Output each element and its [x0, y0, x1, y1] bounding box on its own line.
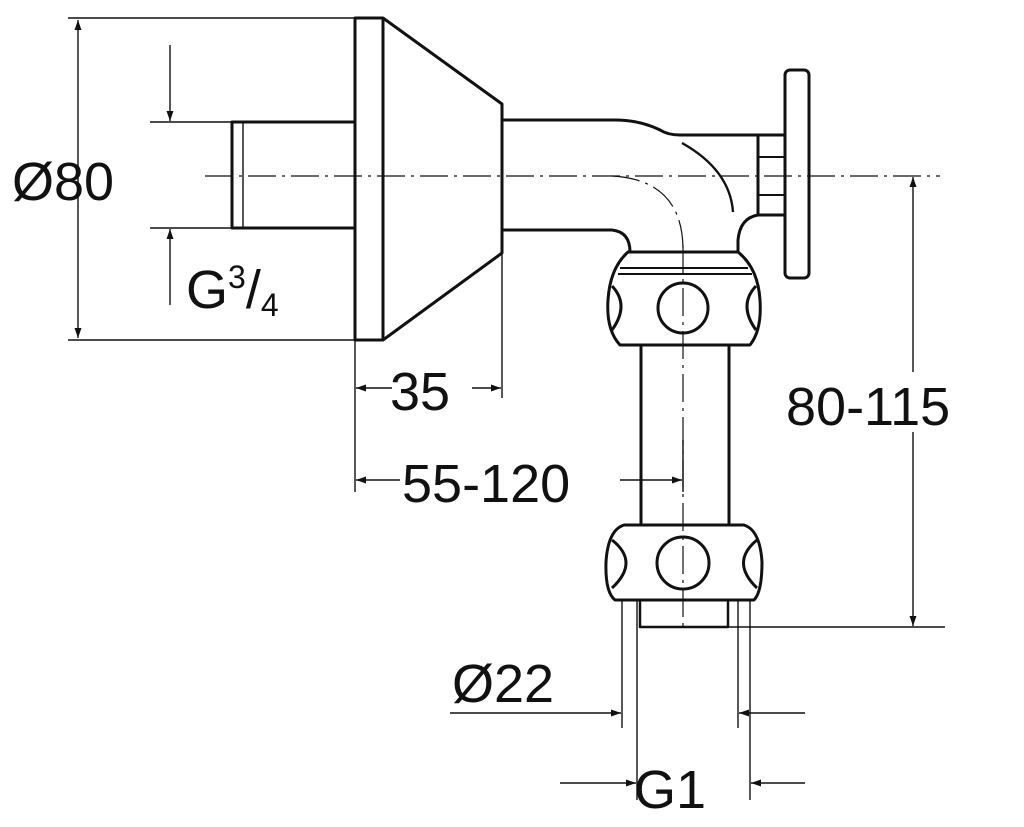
upper-union-nut	[606, 250, 762, 347]
handle	[756, 68, 811, 280]
label-inlet-thread: G3/4	[186, 259, 279, 323]
label-outlet-thread: G1	[634, 760, 706, 820]
wall-flange	[353, 16, 504, 342]
label-flange-diameter: Ø80	[12, 152, 114, 212]
lower-union-nut	[604, 523, 764, 629]
label-tube-diameter: Ø22	[452, 654, 554, 714]
connecting-tube	[639, 345, 731, 525]
label-projection: 55-120	[402, 454, 570, 514]
label-flange-depth: 35	[390, 362, 450, 422]
label-height: 80-115	[786, 377, 950, 437]
bend-centerline	[611, 175, 684, 251]
valve-body	[503, 118, 760, 253]
fraction-slash: /	[246, 260, 261, 320]
inlet-thread-pipe	[230, 120, 355, 230]
extension-lines	[68, 17, 945, 800]
